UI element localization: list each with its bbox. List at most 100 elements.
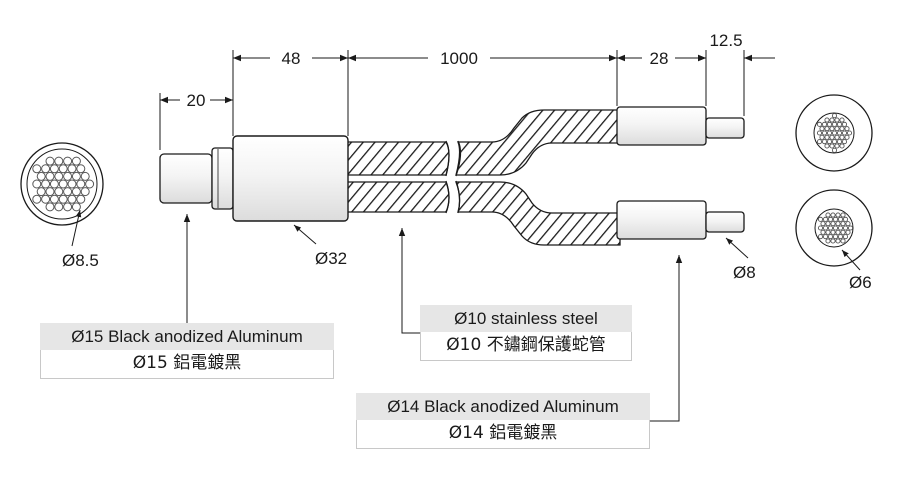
fiber-strand — [54, 202, 64, 212]
fiber-strand — [825, 212, 831, 218]
fiber-strand — [49, 194, 59, 204]
fiber-strand — [71, 202, 81, 212]
right-end-section-top — [795, 94, 873, 172]
fiber-strand — [842, 225, 849, 231]
upper-stainless-tube — [345, 109, 621, 176]
fiber-strand — [827, 216, 834, 222]
fiber-strand — [842, 216, 849, 222]
fiber-strand — [827, 225, 834, 231]
fiber-strand — [45, 202, 55, 212]
callout-stainless-tube-zh: Ø10 不鏽鋼保護蛇管 — [420, 332, 632, 361]
fiber-strand — [837, 234, 844, 240]
fiber-strand — [831, 139, 838, 145]
dim-20-text: 20 — [187, 91, 206, 110]
fiber-strand — [844, 134, 850, 140]
callout-front-aluminum-en: Ø15 Black anodized Aluminum — [40, 323, 334, 350]
fiber-strand — [832, 234, 839, 240]
fiber-strand — [834, 126, 840, 132]
fiber-strand — [58, 179, 68, 189]
left-end-section — [20, 142, 104, 226]
fiber-strand — [840, 212, 846, 218]
fiber-bundle-right-top — [816, 113, 853, 153]
callout-rear-aluminum-en: Ø14 Black anodized Aluminum — [356, 393, 650, 420]
fiber-strand — [41, 179, 51, 189]
fiber-strand — [845, 229, 851, 235]
fiber-strand — [817, 234, 824, 240]
rear-connector-top — [616, 106, 745, 146]
fiber-strand — [839, 143, 845, 149]
fiber-strand — [821, 139, 828, 145]
fiber-strand — [839, 117, 845, 123]
fiber-strand — [831, 147, 838, 153]
dimension-lines — [160, 54, 775, 104]
dim-28-text: 28 — [650, 49, 669, 68]
callout-front-aluminum-zh: Ø15 鋁電鍍黑 — [40, 350, 334, 379]
fiber-strand — [820, 229, 826, 235]
rear-connector-bottom — [616, 200, 745, 240]
fiber-strand — [829, 117, 835, 123]
fiber-bundle-right-bottom — [817, 212, 854, 244]
fiber-strand — [54, 156, 64, 166]
fiber-strand — [63, 202, 73, 212]
fiber-strand — [32, 164, 42, 174]
fiber-strand — [820, 221, 826, 227]
fiber-strand — [826, 130, 833, 136]
fiber-strand — [830, 212, 836, 218]
fiber-strand — [821, 130, 828, 136]
fiber-strand — [816, 139, 823, 145]
fiber-strand — [832, 216, 839, 222]
fiber-strand — [819, 126, 825, 132]
dia-6-text: Ø6 — [849, 273, 872, 292]
break-marks — [445, 140, 462, 214]
fiber-strand — [829, 134, 835, 140]
fiber-strand — [41, 164, 51, 174]
fiber-strand — [836, 130, 843, 136]
fiber-strand — [76, 179, 86, 189]
fiber-strand — [80, 171, 90, 181]
fiber-strand — [85, 179, 95, 189]
fiber-strand — [822, 216, 829, 222]
fiber-strand — [58, 194, 68, 204]
fiber-strand — [840, 221, 846, 227]
fiber-strand — [835, 221, 841, 227]
fiber-strand — [824, 117, 830, 123]
fiber-strand — [846, 130, 853, 136]
fiber-strand — [830, 221, 836, 227]
fiber-strand — [58, 164, 68, 174]
dim-1000-text: 1000 — [440, 49, 478, 68]
fiber-strand — [839, 126, 845, 132]
fiber-strand — [841, 139, 848, 145]
fiber-strand — [819, 134, 825, 140]
fiber-strand — [817, 225, 824, 231]
callout-rear-aluminum: Ø14 Black anodized Aluminum Ø14 鋁電鍍黑 — [356, 393, 650, 449]
fiber-strand — [54, 171, 64, 181]
fiber-strand — [63, 187, 73, 197]
fiber-strand — [816, 121, 823, 127]
lower-stainless-tube — [345, 181, 621, 246]
fiber-strand — [32, 194, 42, 204]
fiber-strand — [840, 229, 846, 235]
fiber-strand — [847, 225, 854, 231]
fiber-strand — [822, 234, 829, 240]
fiber-strand — [844, 126, 850, 132]
fiber-strand — [837, 225, 844, 231]
fiber-strand — [829, 126, 835, 132]
fiber-strand — [822, 225, 829, 231]
right-end-section-bottom — [795, 189, 873, 267]
fiber-strand — [76, 194, 86, 204]
front-ferrule — [159, 147, 234, 210]
dim-12-5-text: 12.5 — [709, 31, 742, 50]
fiber-strand — [71, 187, 81, 197]
fiber-strand — [67, 179, 77, 189]
fiber-strand — [826, 139, 833, 145]
fiber-strand — [841, 121, 848, 127]
fiber-strand — [816, 130, 823, 136]
fiber-strand — [63, 171, 73, 181]
leader-lines — [71, 209, 861, 422]
dia-8-text: Ø8 — [733, 263, 756, 282]
dia-32-text: Ø32 — [315, 249, 347, 268]
fiber-strand — [839, 134, 845, 140]
dim-48-text: 48 — [282, 49, 301, 68]
fiber-strand — [63, 156, 73, 166]
